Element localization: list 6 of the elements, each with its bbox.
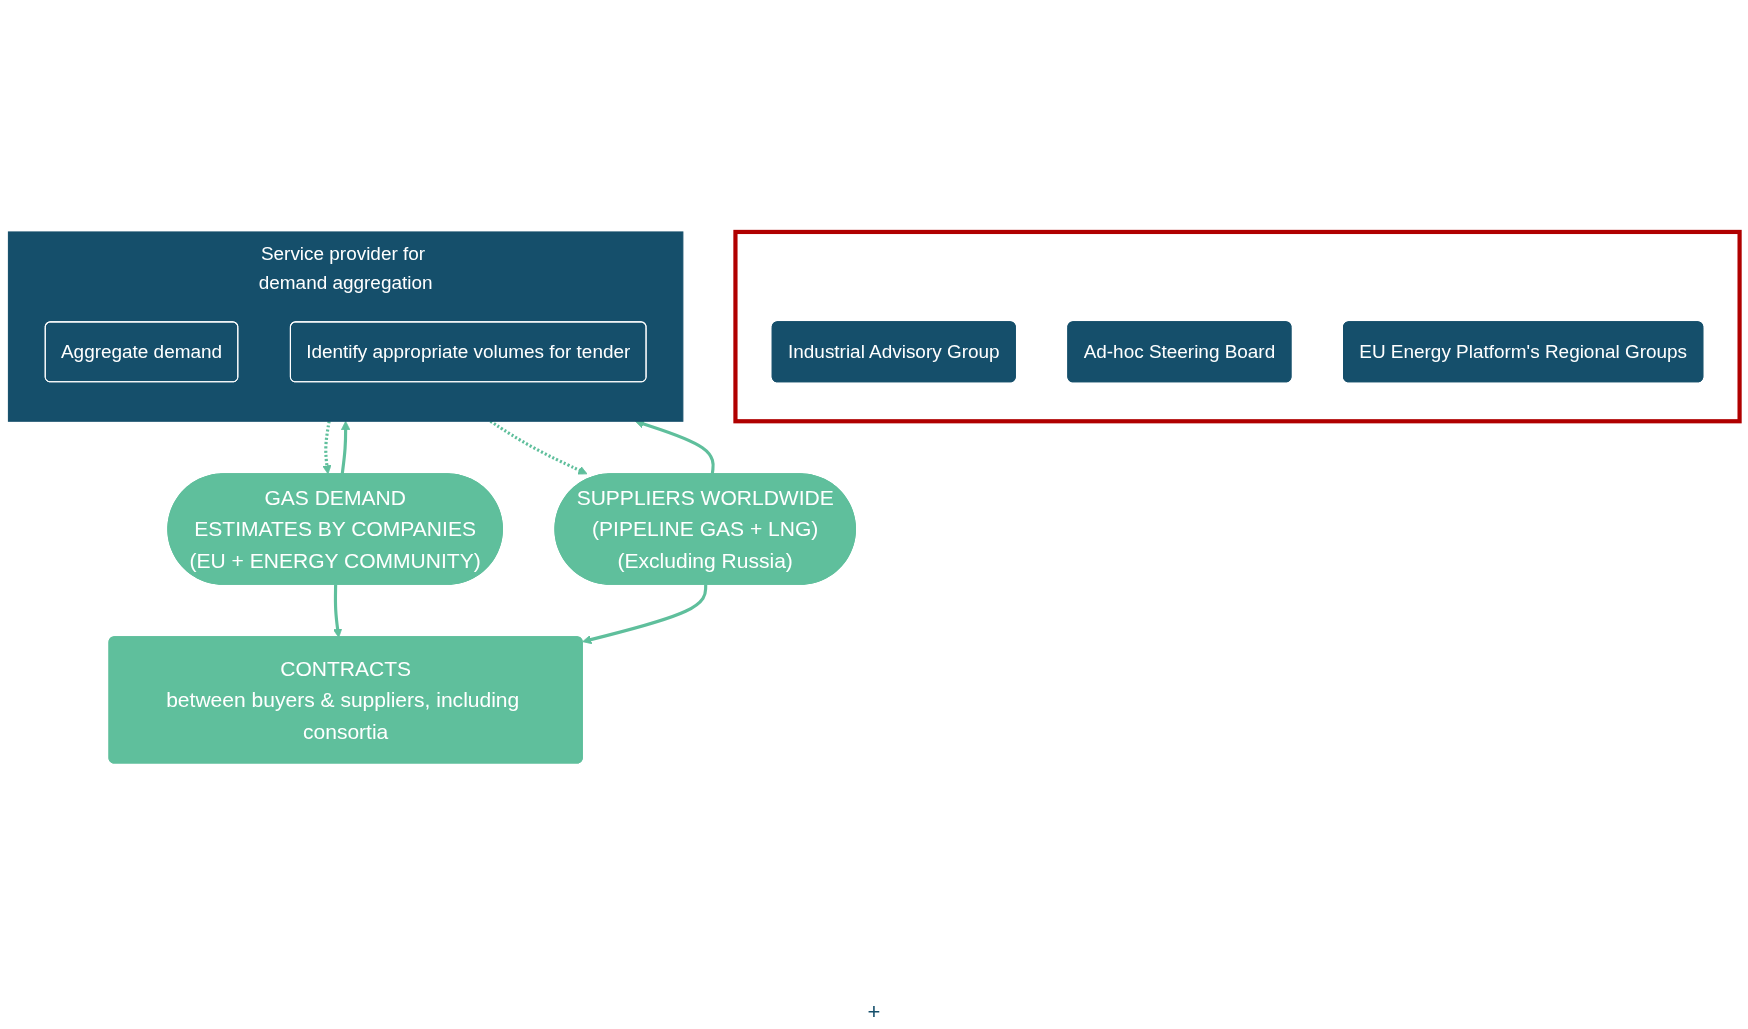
cluster bbox=[733, 229, 1742, 424]
arrow bbox=[582, 584, 708, 645]
plus-sign: + bbox=[867, 999, 881, 1024]
arrow bbox=[340, 420, 351, 475]
arrow bbox=[322, 421, 332, 475]
arrow bbox=[333, 584, 343, 638]
